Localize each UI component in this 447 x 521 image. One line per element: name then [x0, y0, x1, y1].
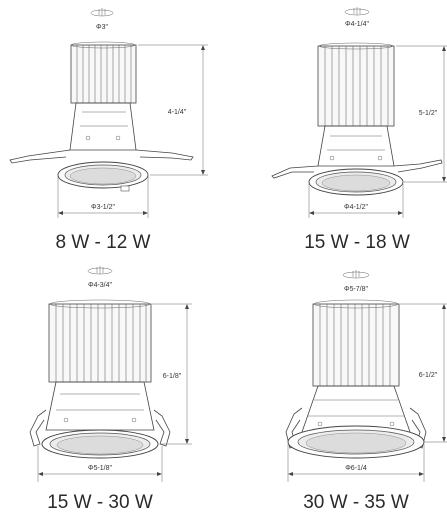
spring-clips — [271, 159, 443, 179]
height-dimension — [152, 303, 192, 445]
height-label: 4-1/4" — [168, 109, 187, 116]
fixture-15w-18w: Φ4-1/4" — [271, 7, 447, 253]
reflector-body — [45, 381, 155, 431]
reflector-body — [317, 125, 395, 167]
wattage-label: 15 W - 18 W — [304, 232, 410, 253]
reflector-body — [301, 385, 411, 433]
cutout-diameter-label: Φ4-1/4" — [345, 21, 370, 28]
fixture-8w-12w: Φ3" — [9, 8, 208, 253]
spring-clips — [285, 407, 427, 449]
spring-clips — [9, 149, 194, 164]
diameter-dimension — [37, 446, 163, 482]
cutout-diameter-label: Φ4-3/4" — [88, 282, 113, 289]
diameter-label: Φ4-1/2" — [344, 204, 369, 211]
trim-ring — [287, 425, 425, 459]
wattage-label: 15 W - 30 W — [47, 492, 153, 513]
heatsink — [317, 42, 395, 127]
spring-clips — [29, 409, 171, 447]
trim-ring — [41, 429, 159, 459]
wattage-label: 8 W - 12 W — [55, 232, 150, 253]
diameter-dimension — [287, 444, 425, 482]
trim-ring — [57, 161, 149, 192]
cutout-symbol — [87, 266, 113, 275]
reflector-body — [69, 102, 137, 151]
height-label: 6-1/8" — [163, 373, 182, 380]
height-label: 6-1/2" — [419, 372, 438, 379]
diameter-label: Φ5-1/8" — [88, 465, 113, 472]
cutout-symbol — [342, 270, 370, 279]
height-label: 5-1/2" — [419, 110, 438, 117]
cutout-diameter-label: Φ3" — [96, 24, 108, 31]
heatsink — [48, 299, 152, 383]
trim-ring — [308, 168, 404, 196]
height-dimension — [396, 45, 447, 183]
diameter-dimension — [308, 184, 404, 218]
wattage-label: 30 W - 35 W — [303, 492, 409, 513]
cutout-symbol — [344, 7, 370, 16]
fixture-15w-30w: Φ4-3/4" — [29, 266, 192, 513]
fixture-30w-35w: Φ5-7/8" — [285, 270, 447, 513]
diameter-dimension — [57, 176, 149, 218]
height-dimension — [138, 44, 208, 176]
cutout-symbol — [90, 8, 114, 17]
height-dimension — [400, 303, 447, 443]
diameter-label: Φ3-1/2" — [91, 204, 116, 211]
heatsink — [70, 41, 137, 104]
cutout-diameter-label: Φ5-7/8" — [344, 286, 369, 293]
heatsink — [312, 299, 400, 387]
diameter-label: Φ6-1/4 — [345, 465, 367, 472]
